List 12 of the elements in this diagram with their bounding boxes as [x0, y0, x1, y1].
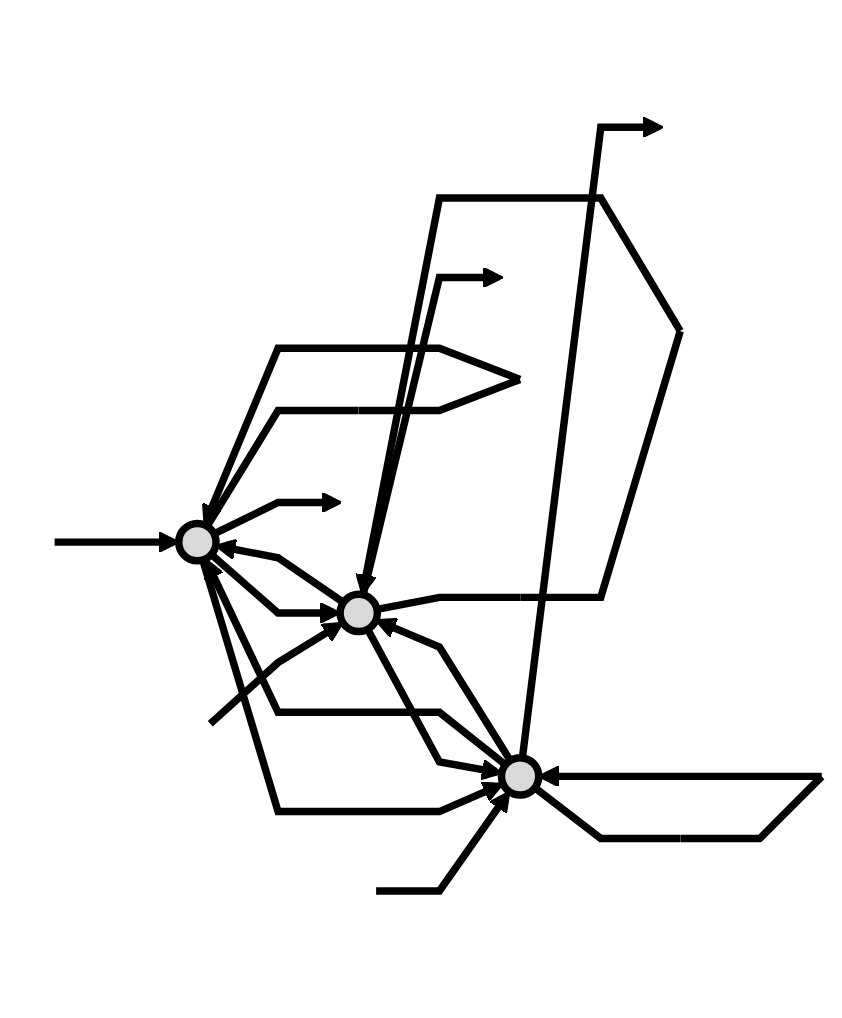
arrow: [518, 116, 664, 759]
arrow: [203, 557, 508, 768]
arrow: [364, 627, 503, 781]
arrow: [214, 538, 346, 606]
neuron-circle: [336, 590, 382, 636]
neuron-circle: [175, 519, 220, 565]
arrow: [212, 491, 343, 538]
arrow: [199, 558, 505, 816]
arrow: [374, 617, 514, 763]
arrow: [376, 790, 511, 895]
neuron-circle: [497, 753, 543, 799]
arrow: [207, 621, 344, 727]
